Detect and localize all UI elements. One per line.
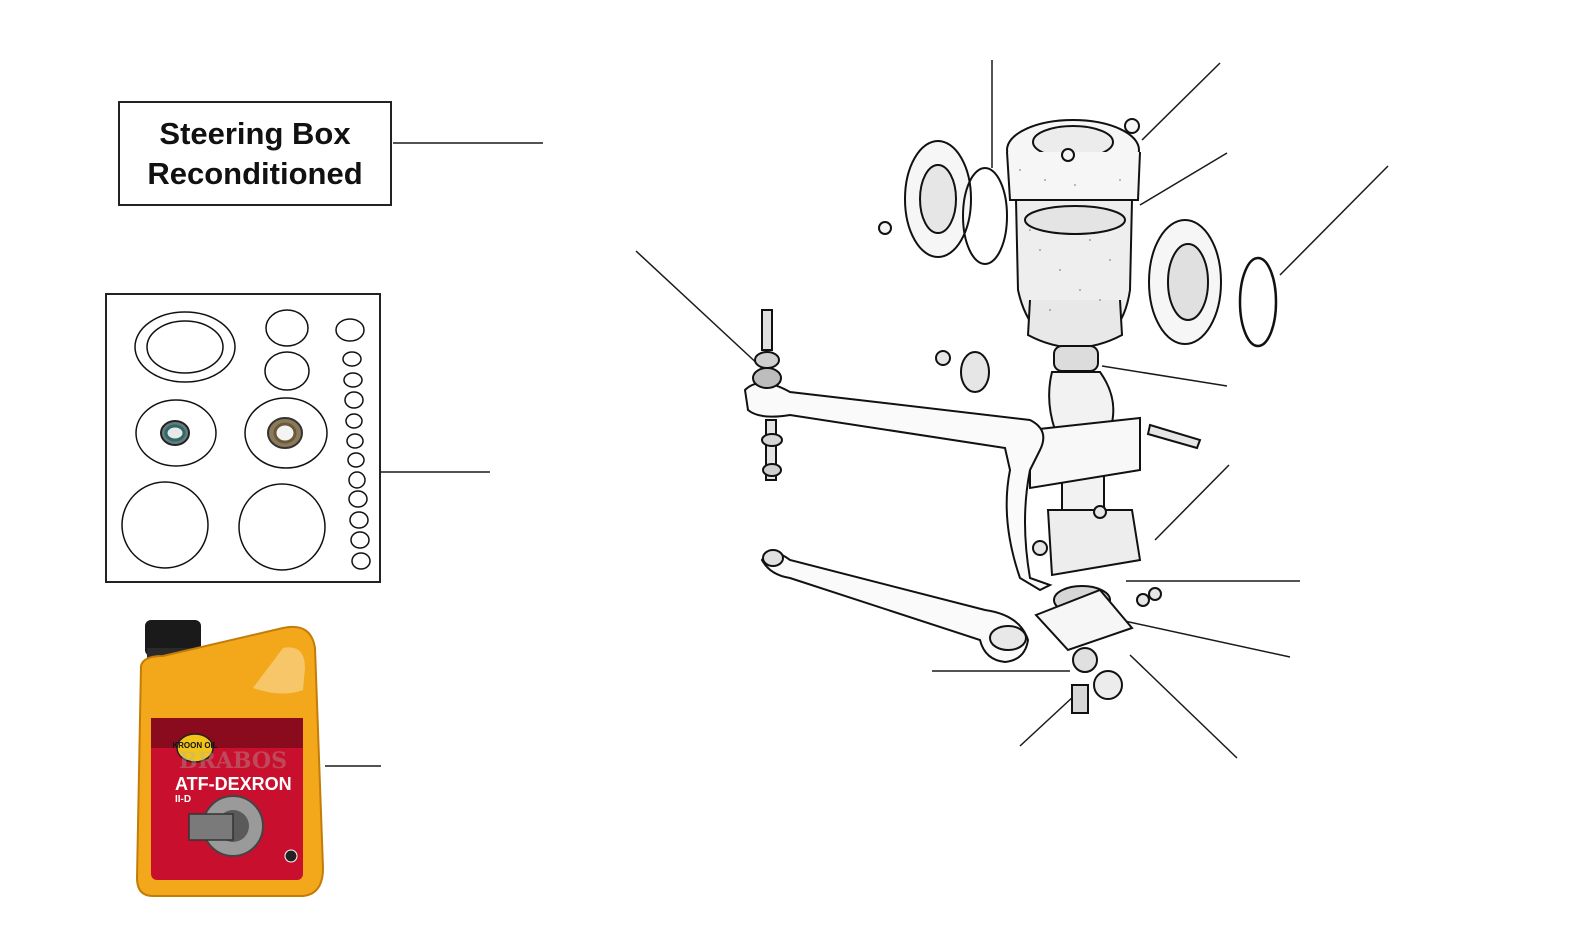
steering-box-label-line2: Reconditioned xyxy=(147,155,363,191)
steering-box-housing-icon xyxy=(878,118,1222,372)
seal-kit-icon xyxy=(121,309,371,571)
o-ring-icon xyxy=(1238,256,1278,348)
bottle-grade: II-D xyxy=(175,794,191,805)
bottle-brand: KROON OIL xyxy=(172,741,217,750)
steering-box-label-line1: Steering Box xyxy=(159,115,351,151)
steering-shaft-icon xyxy=(1029,371,1142,714)
steering-box-label[interactable]: Steering Box Reconditioned xyxy=(118,101,392,206)
drop-arm-icon xyxy=(760,549,1030,664)
bottle-cap-icon xyxy=(145,620,201,656)
bottle-product: ATF-DEXRON xyxy=(175,774,292,794)
bottle-watermark: BRABOS xyxy=(179,748,287,774)
idler-arm-icon xyxy=(743,309,1053,592)
seal-kit-panel[interactable] xyxy=(105,293,381,583)
oil-seal-icon xyxy=(160,417,303,449)
atf-oil-bottle[interactable]: KROON OIL BRABOS ATF-DEXRON II-D xyxy=(133,618,329,900)
